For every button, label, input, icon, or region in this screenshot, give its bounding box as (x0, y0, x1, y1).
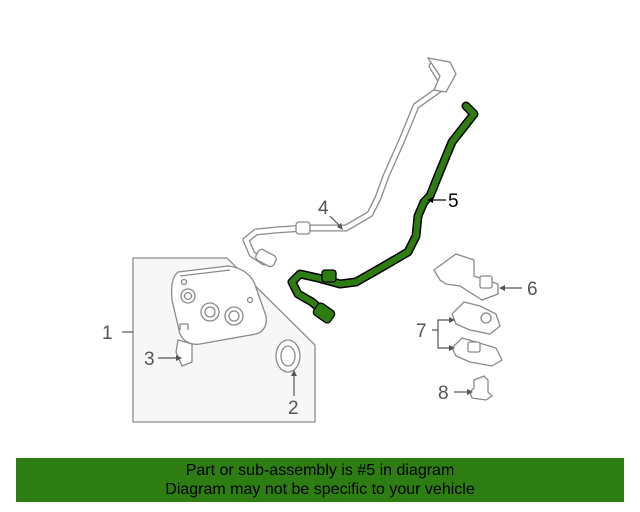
callout-6: 6 (527, 279, 538, 300)
fastener-part[interactable] (469, 375, 494, 401)
callout-7: 7 (416, 321, 427, 342)
callout-5: 5 (448, 191, 459, 212)
callout-2: 2 (288, 398, 299, 419)
clamp-lower-part[interactable] (451, 337, 503, 367)
oil-hose-part-highlighted[interactable] (287, 101, 479, 324)
leader-lines (122, 197, 522, 396)
banner-line-disclaimer: Diagram may not be specific to your vehi… (165, 481, 475, 498)
bracket-part[interactable] (433, 253, 499, 301)
callout-8: 8 (438, 383, 449, 404)
clamp-upper-part[interactable] (451, 301, 501, 335)
banner-line-part-number: Part or sub-assembly is #5 in diagram (185, 462, 455, 479)
part-info-banner: Part or sub-assembly is #5 in diagram Di… (16, 458, 624, 502)
callout-1: 1 (102, 323, 113, 344)
clip-part[interactable] (175, 323, 193, 367)
callout-4: 4 (318, 198, 329, 219)
oil-line-part[interactable] (242, 57, 457, 268)
callout-3: 3 (144, 349, 155, 370)
parts-diagram: 1 3 2 4 5 6 7 8 (102, 57, 538, 423)
seal-ring-part[interactable] (275, 339, 301, 373)
oil-cooler-part[interactable] (170, 265, 267, 345)
